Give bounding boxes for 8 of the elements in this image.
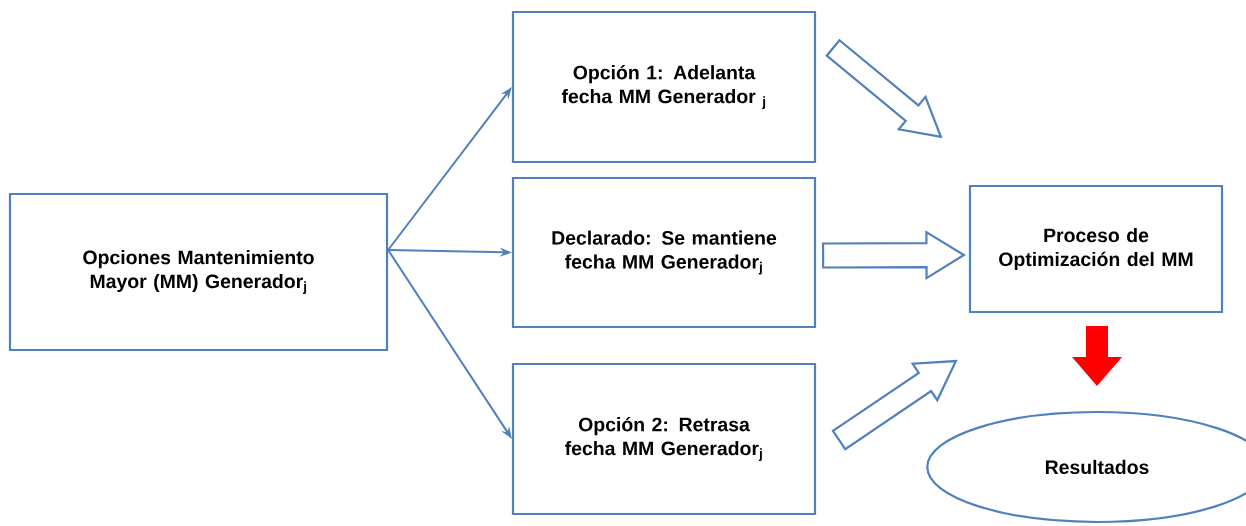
process-box: Declarado: Se mantiene fecha MM Generador$_{j}$ bbox=[511, 176, 817, 329]
process-box: Opciones Mantenimiento Mayor (MM) Generador$_{j}$ bbox=[8, 192, 389, 352]
block-arrow bbox=[821, 230, 966, 281]
block-arrow bbox=[831, 359, 958, 451]
process-box: Opción 2: Retrasa fecha MM Generador$_{j}$ bbox=[511, 362, 817, 516]
process-box: Proceso de Optimización del MM bbox=[968, 184, 1224, 314]
block-arrow bbox=[1072, 326, 1122, 386]
process-box: Opción 1: Adelanta fecha MM Generador $_{j}$ bbox=[511, 10, 817, 164]
